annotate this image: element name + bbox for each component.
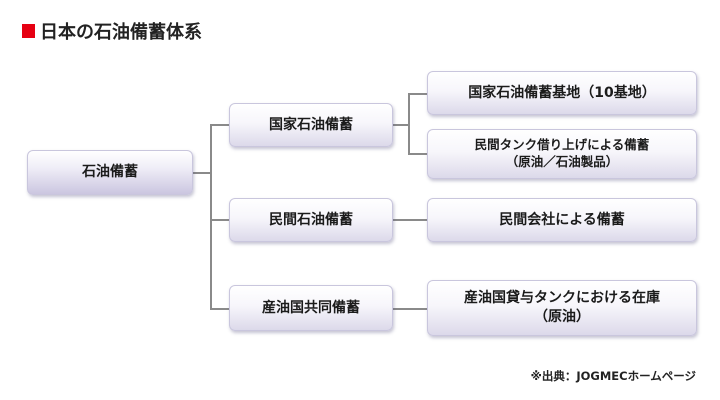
node-national-bases: 国家石油備蓄基地（10基地）: [427, 71, 697, 115]
connector-root-stub: [193, 172, 211, 174]
node-label: 民間石油備蓄: [269, 211, 353, 228]
title-text: 日本の石油備蓄体系: [40, 22, 202, 43]
connector-to-national-base: [408, 93, 427, 95]
connector-to-private: [210, 219, 229, 221]
diagram-title: 日本の石油備蓄体系: [22, 20, 202, 43]
node-private-stockpiling: 民間石油備蓄: [229, 198, 393, 242]
node-label: 民間会社による備蓄: [499, 211, 625, 228]
connector-to-national: [210, 124, 229, 126]
node-label: 国家石油備蓄: [269, 116, 353, 133]
node-label-line2: （原油／石油製品）: [505, 154, 619, 169]
connector-private-to-company: [393, 219, 427, 221]
connector-to-joint: [210, 308, 229, 310]
connector-national-stub: [393, 124, 409, 126]
connector-to-private-tank: [408, 153, 427, 155]
connector-national-vertical: [408, 93, 410, 155]
node-joint-stockpiling: 産油国共同備蓄: [229, 285, 393, 331]
source-note: ※出典：JOGMECホームページ: [530, 369, 696, 383]
node-private-tank-leasing: 民間タンク借り上げによる備蓄 （原油／石油製品）: [427, 129, 697, 179]
node-label-line2: （原油）: [534, 309, 590, 325]
node-label: 産油国共同備蓄: [262, 299, 360, 316]
node-label: 石油備蓄: [82, 164, 138, 181]
connector-trunk-vertical: [210, 124, 212, 310]
title-marker: [22, 24, 35, 38]
node-label-line1: 産油国貸与タンクにおける在庫: [464, 290, 660, 307]
node-label: 国家石油備蓄基地（10基地）: [468, 84, 656, 101]
node-national-stockpiling: 国家石油備蓄: [229, 103, 393, 147]
connector-joint-to-inventory: [393, 308, 427, 310]
node-label-line1: 民間タンク借り上げによる備蓄: [474, 137, 650, 153]
node-producer-leased-tanks: 産油国貸与タンクにおける在庫 （原油）: [427, 280, 697, 336]
node-private-companies: 民間会社による備蓄: [427, 198, 697, 242]
node-petroleum-stockpiling: 石油備蓄: [27, 150, 193, 195]
